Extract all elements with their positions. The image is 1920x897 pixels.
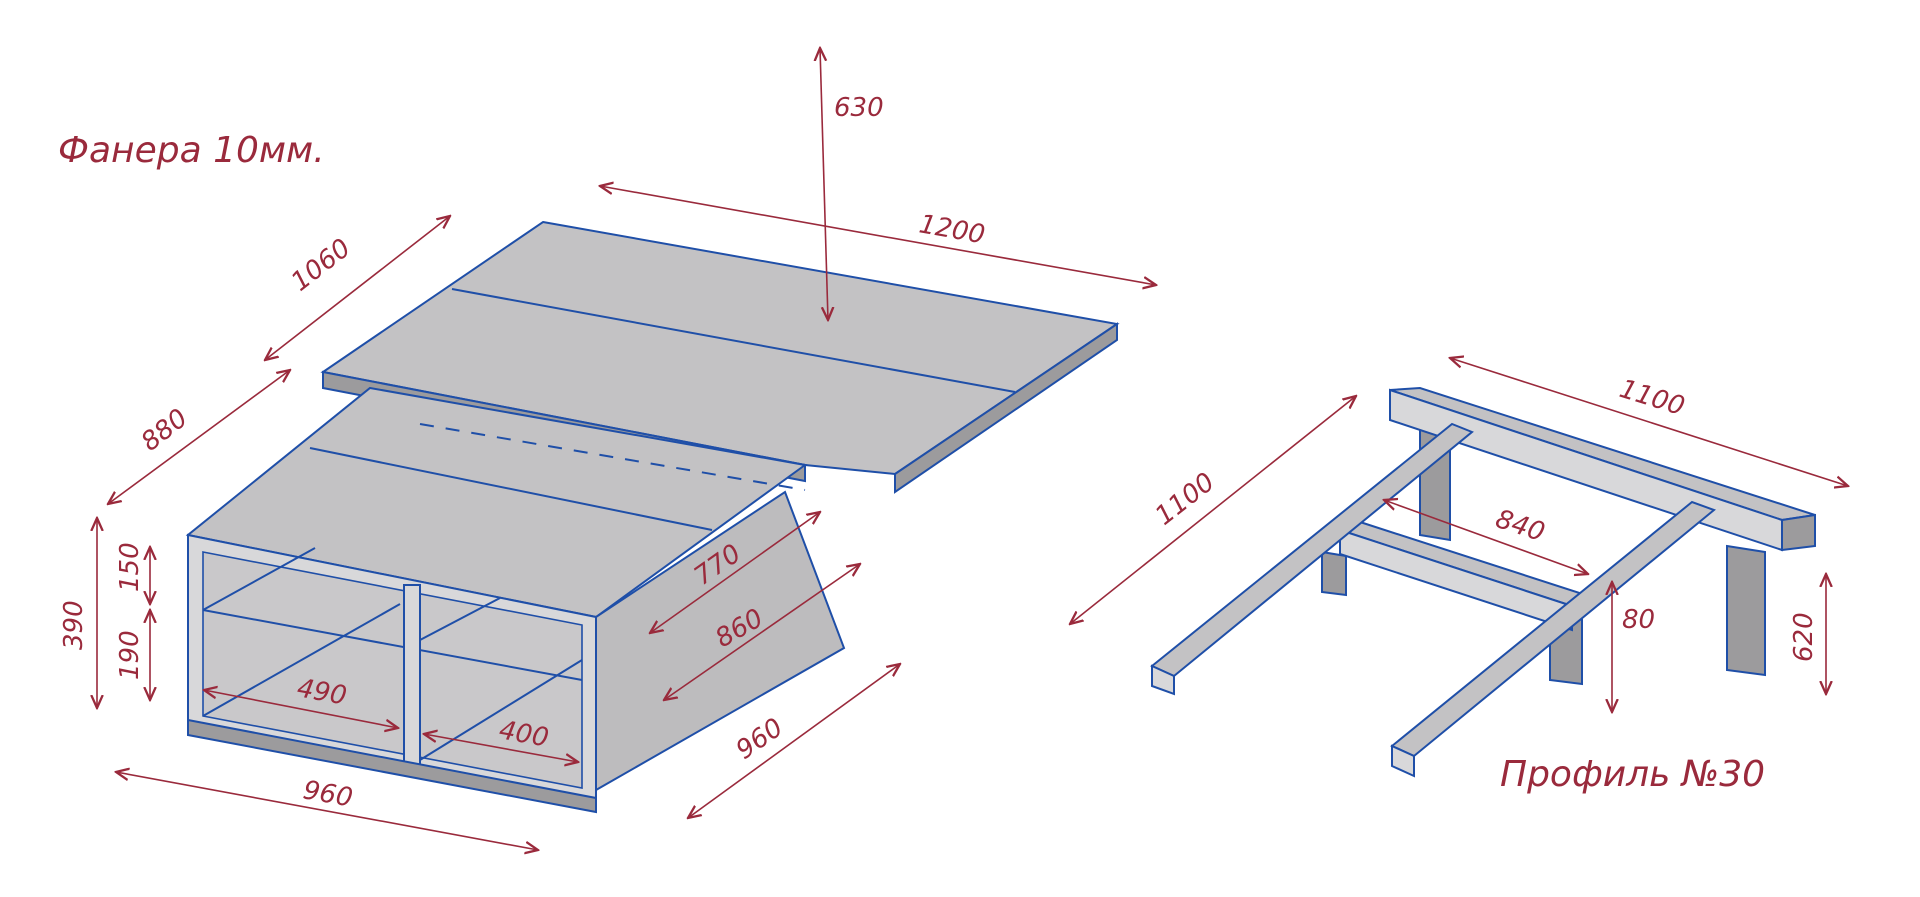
- dim-frame-profile-height: 80: [1622, 605, 1655, 635]
- dim-frame-side-length: 1100: [1150, 467, 1221, 531]
- dim-top-width: 1060: [286, 233, 357, 297]
- dim-shelf-bottom: 190: [115, 630, 145, 680]
- mid-leg-left: [1321, 550, 1347, 597]
- dim-height-arrow: 630: [834, 93, 884, 123]
- dim-side-depth: 880: [136, 403, 194, 457]
- material-note: Фанера 10мм.: [58, 130, 325, 171]
- dim-total-height: 390: [59, 600, 89, 650]
- dim-shelf-top: 150: [115, 542, 145, 592]
- dim-side-length: 960: [731, 713, 789, 766]
- profile-note: Профиль №30: [1500, 754, 1765, 795]
- profile-frame: [1150, 386, 1816, 778]
- front-leg-right: [1726, 544, 1766, 677]
- middle-divider: [403, 584, 421, 766]
- dim-frame-leg-height: 620: [1789, 612, 1819, 662]
- right-rail: [1390, 500, 1716, 758]
